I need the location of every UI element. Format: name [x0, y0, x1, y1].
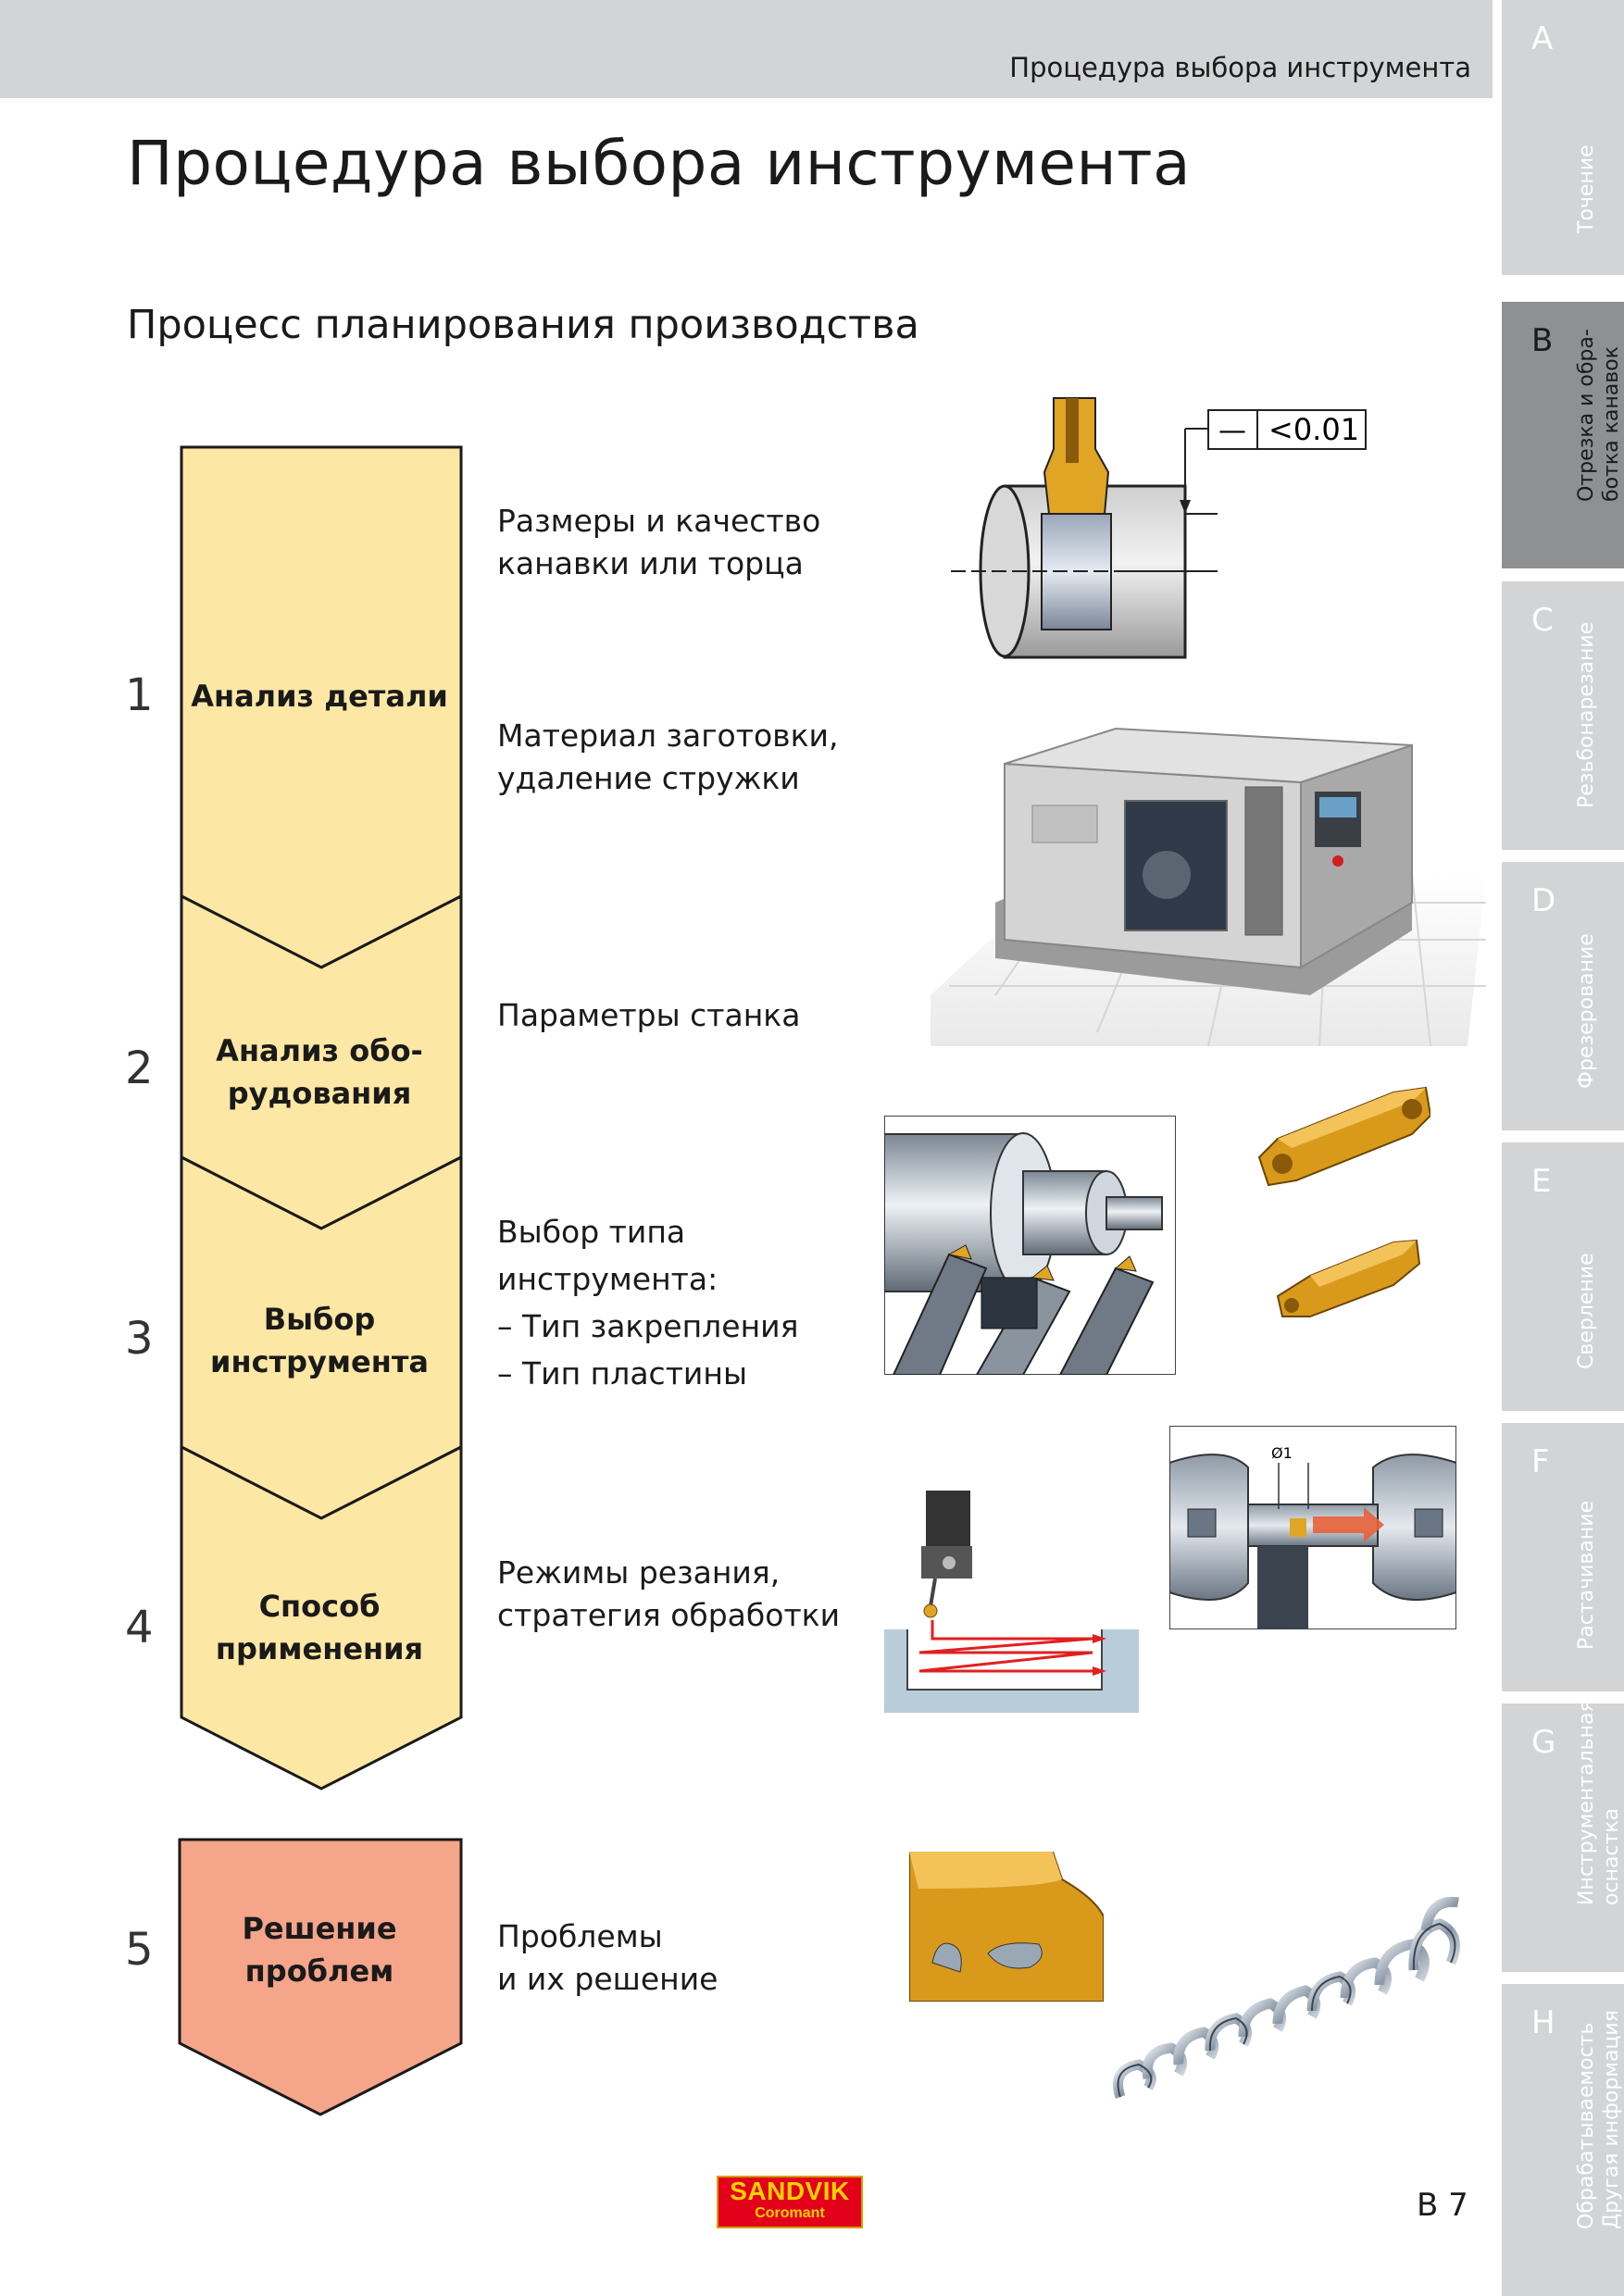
grooved-part-illustration: — <0.01	[951, 397, 1367, 659]
description-line: Выбор типа	[497, 1214, 686, 1250]
tab-letter: G	[1531, 1724, 1556, 1761]
description-tool-choice: Выбор типа инструмента: – Тип закреплени…	[497, 1208, 798, 1397]
tolerance-value: <0.01	[1268, 412, 1359, 447]
cutting-strategy-illustration	[884, 1491, 1139, 1713]
description-line: – Тип пластины	[497, 1355, 747, 1391]
insert-top	[1257, 1086, 1430, 1187]
tab-label: Резьбонарезание	[1575, 621, 1598, 808]
description-line: – Тип закрепления	[497, 1308, 799, 1344]
step-label-line: Выбор	[263, 1302, 376, 1337]
description-line: удаление стружки	[497, 760, 800, 796]
step-number-5: 5	[125, 1924, 154, 1976]
step-label-3: Выбор инструмента	[181, 1298, 458, 1383]
description-line: Параметры станка	[497, 997, 801, 1033]
chip-spiral-illustration	[1113, 1896, 1460, 2099]
logo-line-1: SANDVIK	[730, 2177, 850, 2205]
step-label-line: инструмента	[210, 1344, 429, 1379]
tab-letter: B	[1531, 322, 1554, 359]
description-line: и их решение	[497, 1961, 718, 1997]
page-title: Процедура выбора инструмента	[127, 128, 1192, 199]
tolerance-symbol: —	[1218, 415, 1246, 447]
tab-letter: F	[1531, 1443, 1550, 1480]
tool-holders-illustration	[884, 1116, 1176, 1375]
step-label-line: применения	[215, 1631, 424, 1666]
step-label-line: рудования	[227, 1076, 412, 1111]
tab-label: Фрезерование	[1575, 933, 1598, 1089]
tab-letter: D	[1531, 882, 1556, 919]
description-line: Проблемы	[497, 1918, 663, 1954]
header-band	[0, 0, 1493, 98]
tab-label: Растачивание	[1575, 1500, 1598, 1650]
step-chevron-5	[178, 1838, 463, 2116]
tab-g[interactable]: G Инструментальная оснастка	[1502, 1700, 1624, 1972]
page-number: B 7	[1417, 2187, 1468, 2224]
step-number-3: 3	[125, 1313, 154, 1365]
description-line: Режимы резания,	[497, 1554, 781, 1591]
description-machine-parameters: Параметры станка	[497, 994, 800, 1037]
running-header: Процедура выбора инструмента	[1009, 52, 1471, 83]
tab-label: Точение	[1575, 144, 1598, 233]
sandvik-coromant-logo: SANDVIK Coromant	[717, 2176, 863, 2228]
tab-d[interactable]: D Фрезерование	[1502, 862, 1624, 1130]
description-line: стратегия обработки	[497, 1597, 841, 1633]
description-workpiece-material: Материал заготовки, удаление стружки	[497, 715, 838, 800]
step-label-4: Способ применения	[181, 1585, 458, 1670]
tab-letter: A	[1531, 20, 1554, 57]
grooving-inserts-illustration	[1257, 1086, 1430, 1317]
step-number-2: 2	[125, 1042, 154, 1094]
step-number-1: 1	[125, 669, 154, 721]
tab-letter: E	[1531, 1163, 1552, 1200]
step-label-2: Анализ обо- рудования	[181, 1029, 458, 1115]
tab-f[interactable]: F Растачивание	[1502, 1423, 1624, 1691]
step-label-line: проблем	[244, 1953, 394, 1989]
description-line: канавки или торца	[497, 545, 804, 581]
tab-a[interactable]: A Точение	[1502, 0, 1624, 275]
insert-wear-illustration	[909, 1852, 1104, 2002]
step-label-line: Способ	[258, 1589, 381, 1624]
tab-e[interactable]: E Сверление	[1502, 1142, 1624, 1411]
tab-b[interactable]: B Отрезка и обра- ботка канавок	[1502, 302, 1624, 568]
cnc-lathe-illustration	[931, 727, 1486, 1047]
process-flow	[178, 445, 463, 2116]
description-cutting-data: Режимы резания, стратегия обработки	[497, 1552, 840, 1637]
description-troubleshooting: Проблемы и их решение	[497, 1915, 718, 2001]
step-label-5: Решение проблем	[181, 1907, 458, 1992]
diameter-label: Ø1	[1271, 1444, 1293, 1462]
step-label-1: Анализ детали	[181, 675, 458, 718]
tab-label: Обрабатываемость Другая информация	[1575, 2010, 1623, 2229]
insert-bottom	[1276, 1239, 1421, 1317]
step-label-line: Решение	[242, 1911, 397, 1946]
chapter-tabs: A Точение B Отрезка и обра- ботка канаво…	[1502, 0, 1624, 2296]
tab-label: Отрезка и обра- ботка канавок	[1575, 329, 1623, 502]
tab-label: Инструментальная оснастка	[1575, 1700, 1623, 1905]
step-chevron-4	[180, 1444, 463, 1791]
tab-c[interactable]: C Резьбонарезание	[1502, 581, 1624, 850]
step-number-4: 4	[125, 1602, 154, 1653]
tab-letter: C	[1531, 602, 1554, 639]
tab-label: Сверление	[1575, 1253, 1598, 1369]
step-label-line: Анализ детали	[191, 679, 448, 714]
tab-letter: H	[1531, 2004, 1555, 2041]
chuck-setup-illustration: Ø1	[1169, 1426, 1456, 1629]
description-line: инструмента:	[497, 1261, 718, 1297]
description-groove-quality: Размеры и качество канавки или торца	[497, 500, 820, 585]
step-label-line: Анализ обо-	[216, 1033, 423, 1068]
logo-line-2: Coromant	[755, 2205, 825, 2221]
description-line: Размеры и качество	[497, 503, 821, 539]
tab-h[interactable]: H Обрабатываемость Другая информация	[1502, 1984, 1624, 2296]
section-title: Процесс планирования производства	[127, 302, 919, 348]
description-line: Материал заготовки,	[497, 718, 839, 754]
